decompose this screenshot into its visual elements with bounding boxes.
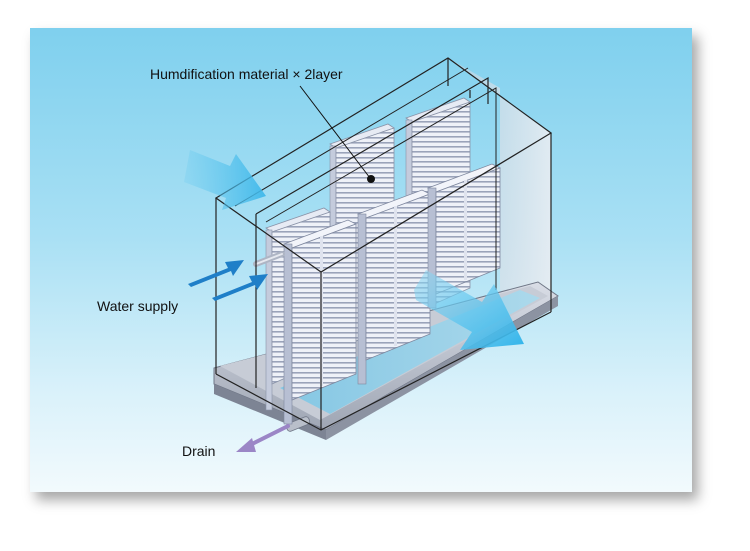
casing-frame (214, 57, 553, 431)
drain-label: Drain (182, 443, 216, 459)
material-leader-line (299, 85, 375, 183)
diagram-panel: Humdification material × 2layer Water su… (30, 28, 692, 492)
casing-side-wall (448, 58, 551, 312)
water-supply-label: Water supply (97, 298, 179, 314)
casing-inner-frame (234, 67, 497, 290)
water-supply-arrow-icon (188, 260, 268, 301)
airflow-in-arrow-icon (184, 150, 266, 210)
humidifier-illustration (184, 57, 559, 452)
water-supply-header-pipe (253, 251, 285, 267)
airflow-out-arrow-icon (414, 270, 524, 350)
humidification-material-label: Humdification material × 2layer (150, 66, 343, 82)
drain-arrow-icon (236, 424, 290, 452)
